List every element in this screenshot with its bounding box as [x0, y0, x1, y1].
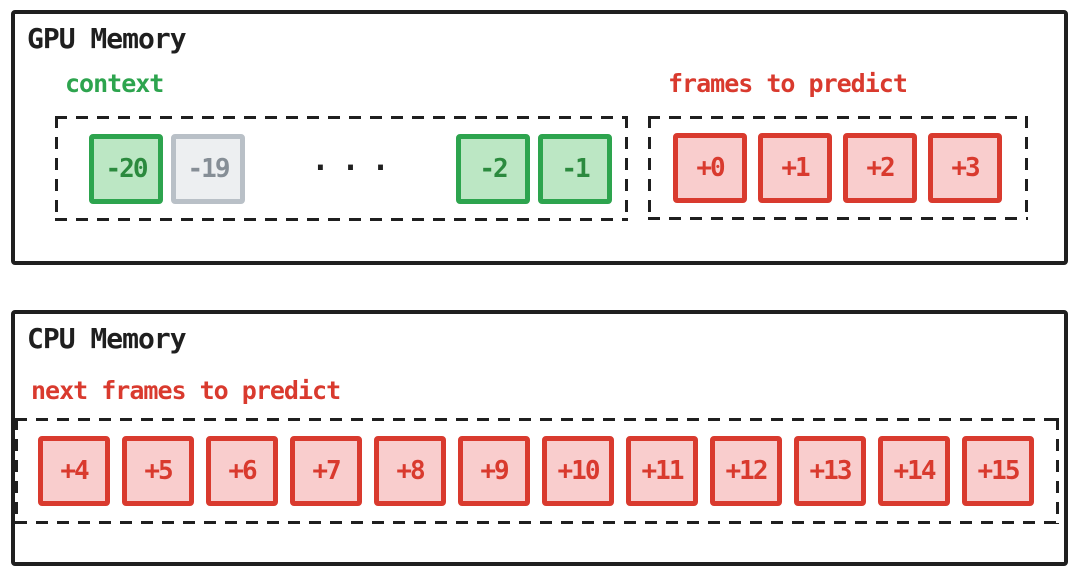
next-frames-to-predict-label: next frames to predict — [31, 376, 341, 405]
frame-label: ... — [311, 143, 402, 178]
frame-cell-m19: -19 — [171, 133, 245, 204]
frame-cell-p14: +14 — [878, 436, 950, 506]
frame-label: +1 — [781, 153, 810, 183]
frame-cell-p11: +11 — [626, 436, 698, 506]
frame-cell-p0: +0 — [673, 133, 747, 203]
frame-cell-p2: +2 — [843, 133, 917, 203]
frame-label: +5 — [144, 456, 173, 486]
frame-label: +0 — [696, 153, 725, 183]
frame-label: -19 — [187, 153, 231, 184]
frame-label: +4 — [60, 456, 89, 486]
frames-to-predict-box: +0 +1 +2 +3 — [648, 116, 1028, 220]
cpu-memory-title: CPU Memory — [27, 322, 187, 355]
frame-label: +2 — [866, 153, 895, 183]
frame-cell-p10: +10 — [542, 436, 614, 506]
frames-to-predict-label: frames to predict — [668, 69, 908, 98]
frame-cell-p6: +6 — [206, 436, 278, 506]
frame-label: +14 — [893, 456, 937, 486]
frame-label: +11 — [641, 456, 685, 486]
frame-cell-p12: +12 — [710, 436, 782, 506]
frame-cell-p1: +1 — [758, 133, 832, 203]
context-label: context — [65, 69, 164, 98]
frame-cell-p15: +15 — [962, 436, 1034, 506]
frame-label: +12 — [725, 456, 769, 486]
frame-label: +13 — [809, 456, 853, 486]
frame-cell-m2: -2 — [456, 133, 530, 204]
context-frames-box: -20 -19... -2 -1 — [55, 116, 628, 221]
frame-label: +7 — [312, 456, 341, 486]
frame-label: +9 — [480, 456, 509, 486]
frame-cell-p7: +7 — [290, 436, 362, 506]
frame-label: -2 — [479, 153, 508, 184]
frame-label: +10 — [557, 456, 601, 486]
frame-cell-m1: -1 — [538, 133, 612, 204]
frame-cell-p3: +3 — [928, 133, 1002, 203]
frame-cell-p8: +8 — [374, 436, 446, 506]
frame-label: +15 — [977, 456, 1021, 486]
next-frames-box: +4 +5 +6 +7 +8 +9 +10 +11 +12 +13 +14 +15 — [15, 418, 1059, 524]
frame-label: -1 — [561, 153, 590, 184]
gpu-memory-title: GPU Memory — [27, 22, 187, 55]
frame-cell-m20: -20 — [89, 133, 163, 204]
cpu-memory-box: CPU Memory next frames to predict +4 +5 +6… — [11, 310, 1068, 566]
frame-label: +6 — [228, 456, 257, 486]
frame-cell-p13: +13 — [794, 436, 866, 506]
frame-cell-p5: +5 — [122, 436, 194, 506]
gpu-memory-box: GPU Memory context -20 -19... -2 -1 frames … — [11, 10, 1068, 265]
ellipsis: ... — [253, 134, 448, 204]
frame-label: +8 — [396, 456, 425, 486]
frame-cell-p9: +9 — [458, 436, 530, 506]
frame-label: +3 — [951, 153, 980, 183]
frame-cell-p4: +4 — [38, 436, 110, 506]
frame-label: -20 — [105, 153, 149, 184]
